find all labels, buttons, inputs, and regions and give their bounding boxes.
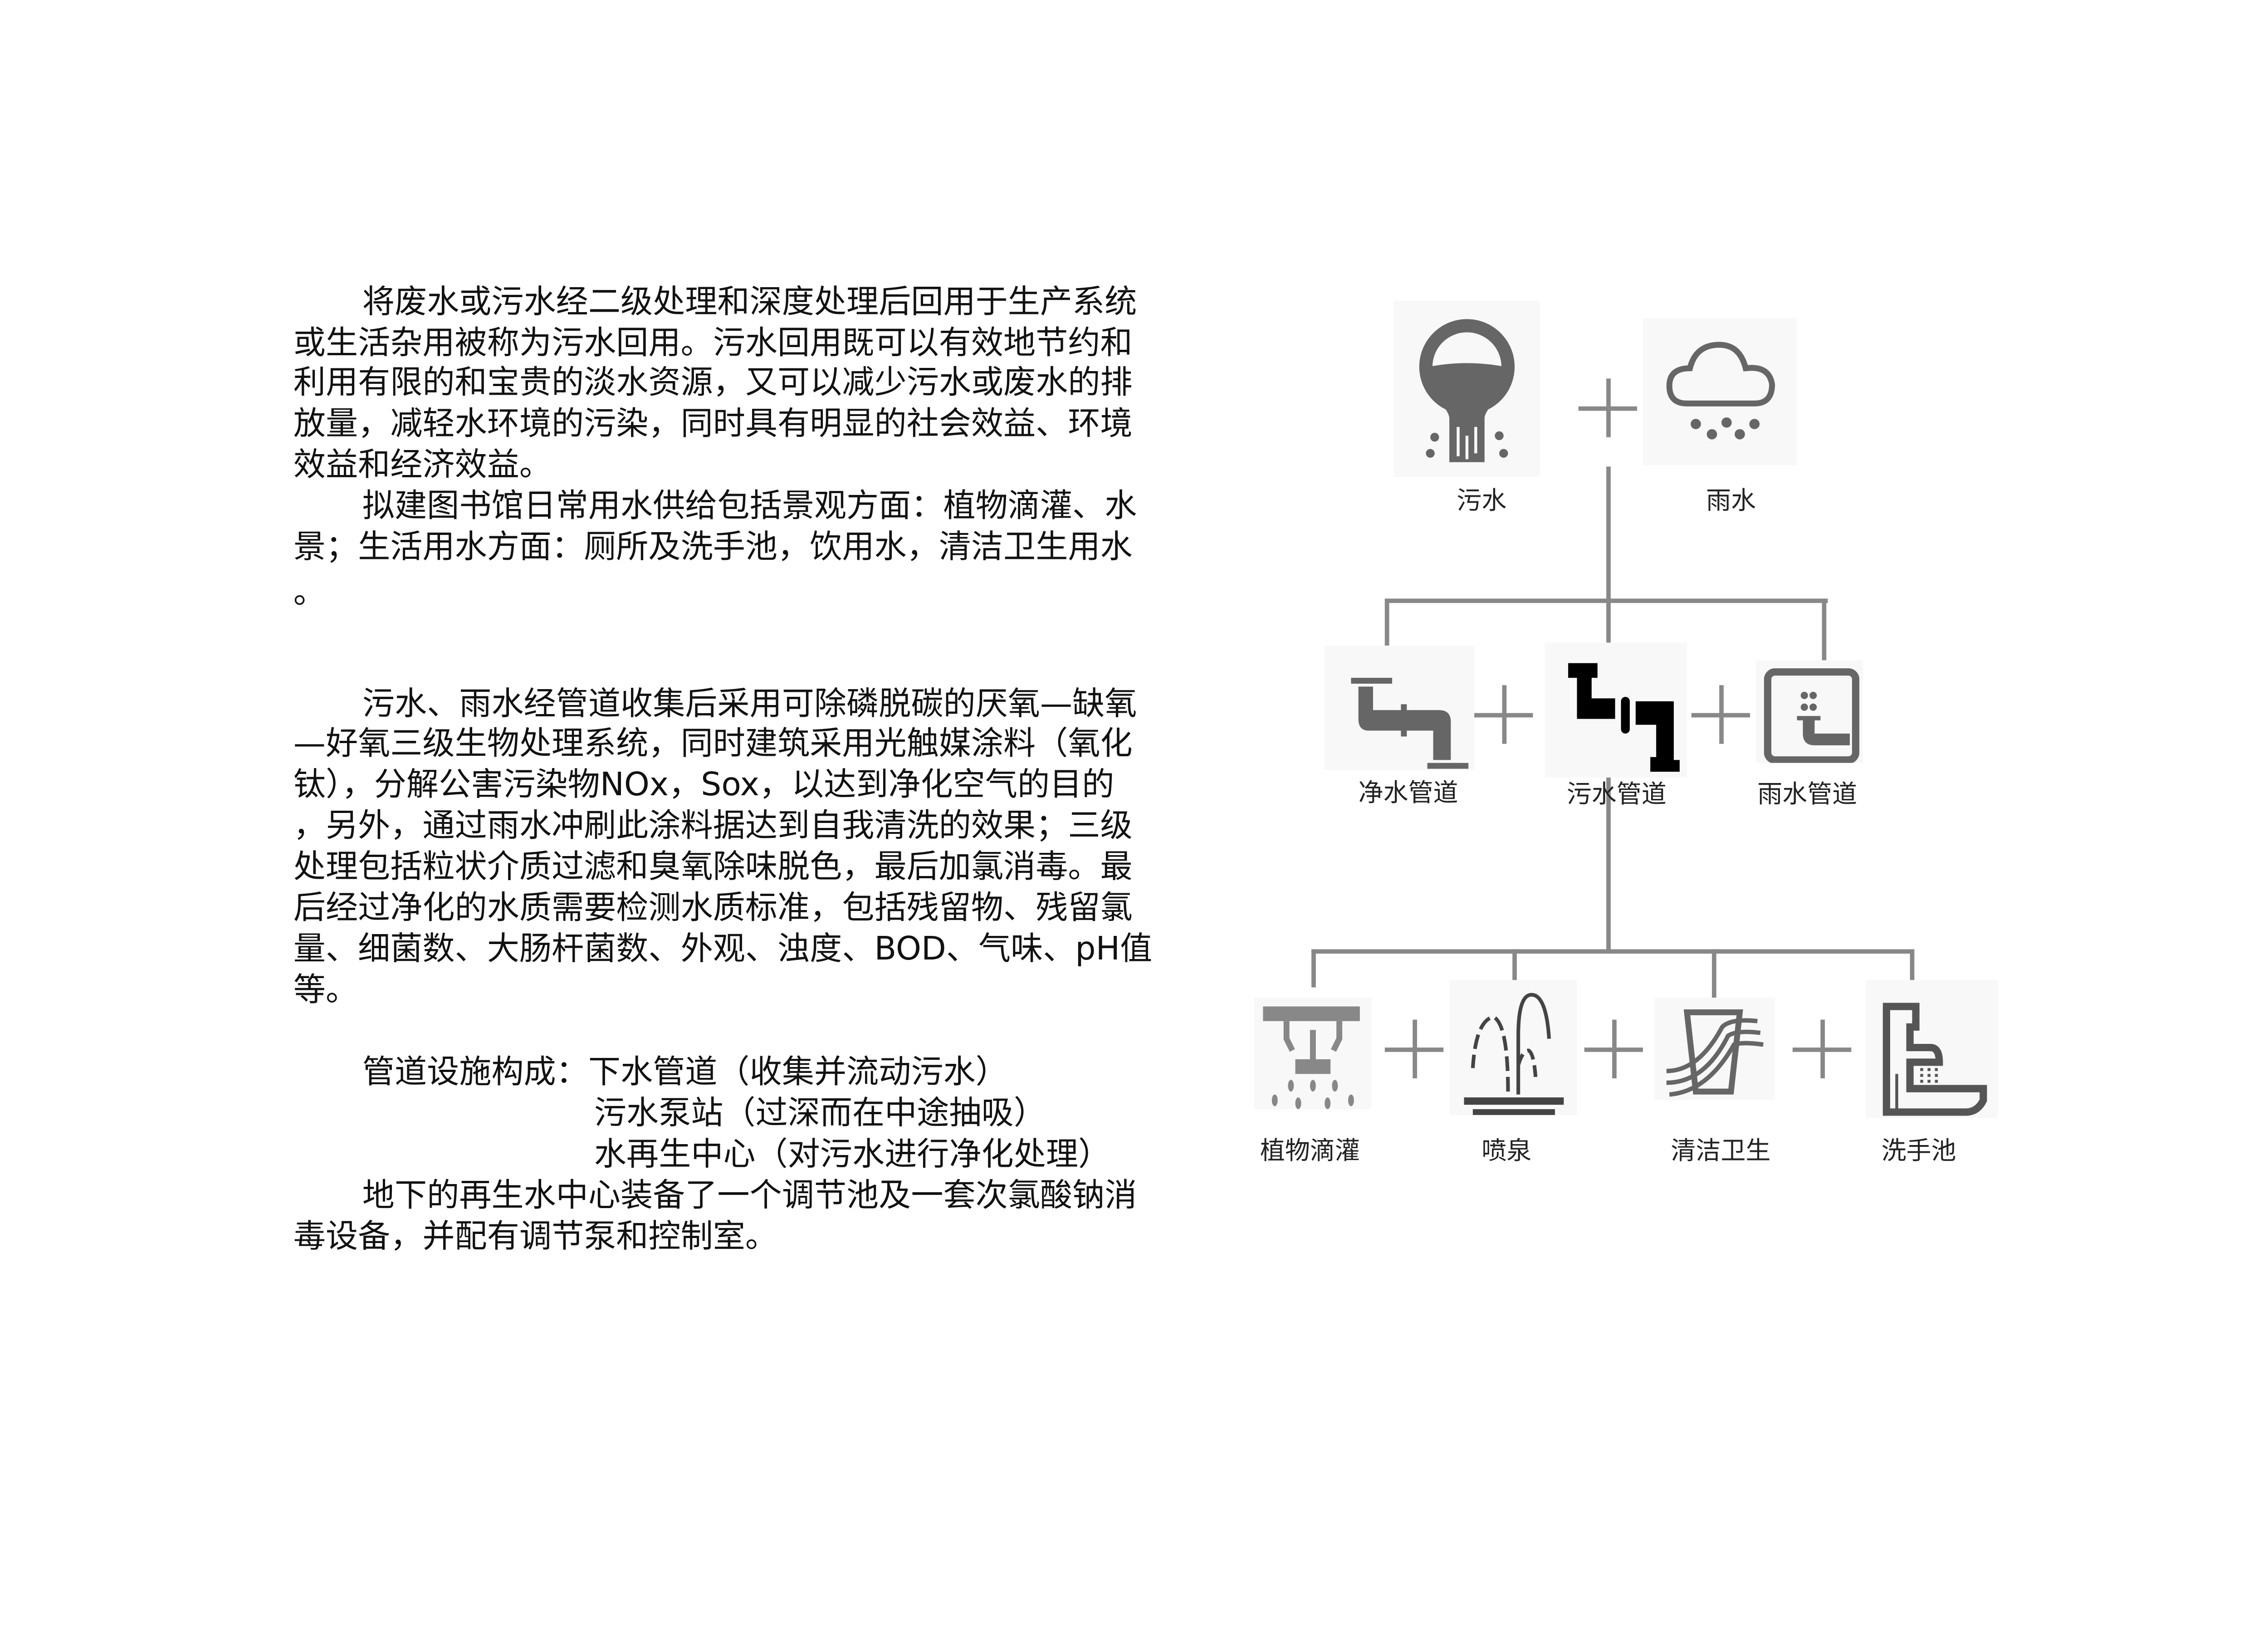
label-sewage-pipe: 污水管道 [1566, 780, 1667, 810]
text-line: 拟建图书馆日常用水供给包括景观方面：植物滴灌、水 [362, 488, 1137, 525]
text-line: 效益和经济效益。 [293, 447, 552, 485]
label-cleaning: 清洁卫生 [1671, 1137, 1771, 1167]
connector-drop [1712, 949, 1716, 1023]
label-rain-pipe: 雨水管道 [1757, 780, 1857, 810]
label-sink: 洗手池 [1881, 1137, 1956, 1167]
rain-cloud-icon [1643, 318, 1797, 465]
text-line: 等。 [293, 973, 358, 1009]
text-line: 污水、雨水经管道收集后采用可除磷脱碳的厌氧—缺氧 [362, 686, 1137, 724]
connector-drop [1311, 949, 1316, 988]
plus-icon [1792, 1019, 1852, 1078]
plus-icon [1578, 378, 1637, 437]
text-line: 水再生中心（对污水进行净化处理） [594, 1137, 1111, 1174]
connector-branch-top [1384, 598, 1828, 603]
rain-pipe-icon [1756, 660, 1863, 763]
text-line: 放量，减轻水环境的污染，同时具有明显的社会效益、环境 [293, 406, 1133, 443]
text-line: 污水泵站（过深而在中途抽吸） [594, 1096, 1046, 1133]
sprinkler-icon [1254, 998, 1372, 1109]
sewage-icon [1393, 300, 1540, 477]
sewage-pipe-icon [1545, 642, 1687, 778]
text-line: 钛），分解公害污染物NOx，Sox，以达到净化空气的目的 [293, 767, 1114, 804]
text-line: 利用有限的和宝贵的淡水资源，又可以减少污水或废水的排 [293, 365, 1133, 402]
text-line: 。 [293, 575, 326, 612]
label-sewage: 污水 [1457, 487, 1507, 517]
connector-branch-bottom [1311, 949, 1915, 954]
text-line: 量、细菌数、大肠杆菌数、外观、浊度、BOD、气味、pH值 [293, 931, 1153, 969]
clean-pipe-icon [1325, 645, 1475, 770]
text-line: —好氧三级生物处理系统，同时建筑采用光触媒涂料（氧化 [293, 726, 1133, 763]
connector-drop [1822, 598, 1827, 666]
connector-drop [1910, 949, 1915, 985]
plus-icon [1691, 685, 1750, 744]
plus-icon [1474, 685, 1533, 744]
fountain-icon [1449, 980, 1577, 1115]
connector-drop [1384, 598, 1389, 649]
plus-icon [1384, 1019, 1444, 1078]
text-line: 毒设备，并配有调节泵和控制室。 [293, 1219, 778, 1256]
label-rain: 雨水 [1706, 487, 1756, 517]
text-line: 后经过净化的水质需要检测水质标准，包括残留物、残留氯 [293, 891, 1133, 927]
text-line: ，另外，通过雨水冲刷此涂料据达到自我清洗的效果；三级 [293, 808, 1133, 845]
cleaning-icon [1654, 998, 1775, 1101]
label-clean-pipe: 净水管道 [1358, 779, 1458, 808]
label-sprinkler: 植物滴灌 [1260, 1137, 1360, 1167]
text-line: 处理包括粒状介质过滤和臭氧除味脱色，最后加氯消毒。最 [293, 849, 1133, 886]
text-line: 景；生活用水方面：厕所及洗手池，饮用水，清洁卫生用水 [293, 529, 1133, 567]
plus-icon [1584, 1019, 1643, 1078]
label-fountain: 喷泉 [1481, 1137, 1532, 1167]
text-line: 将废水或污水经二级处理和深度处理后回用于生产系统 [362, 284, 1137, 322]
text-line: 或生活杂用被称为污水回用。污水回用既可以有效地节约和 [293, 325, 1133, 362]
text-line: 地下的再生水中心装备了一个调节池及一套次氯酸钠消 [362, 1178, 1137, 1215]
sink-icon [1866, 980, 1998, 1118]
text-line: 管道设施构成：下水管道（收集并流动污水） [362, 1055, 1008, 1092]
